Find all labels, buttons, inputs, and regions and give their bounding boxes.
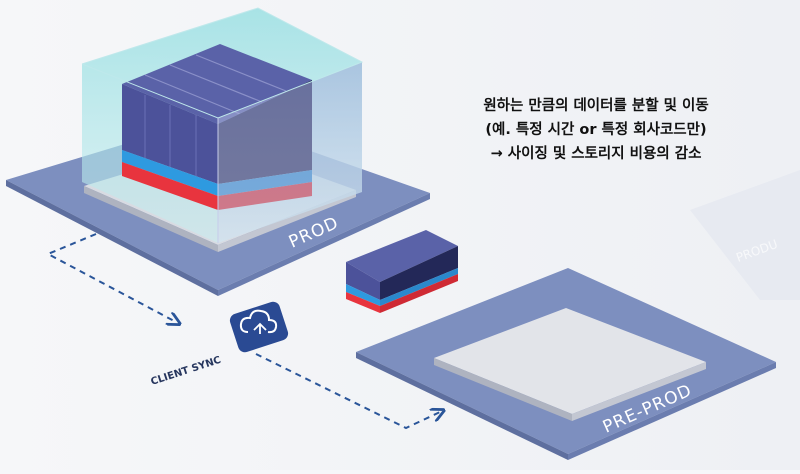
caption-text: 원하는 만큼의 데이터를 분할 및 이동 (예. 특정 시간 or 특정 회사코… [398,94,794,166]
caption-line-2: (예. 특정 시간 or 특정 회사코드만) [485,122,707,138]
glass-cube-front [81,7,364,243]
arrow-sync-to-preprod [255,353,440,430]
arrow-prod-to-sync [45,233,176,322]
sync-arrows [45,233,440,430]
moving-data-block [346,230,458,313]
caption-line-1: 원하는 만큼의 데이터를 분할 및 이동 [483,98,709,114]
partial-platform: PRODU [690,170,800,300]
preprod-base [434,308,706,414]
caption-line-3: → 사이징 및 스토리지 비용의 감소 [490,146,702,162]
cloud-sync-icon [229,301,289,353]
